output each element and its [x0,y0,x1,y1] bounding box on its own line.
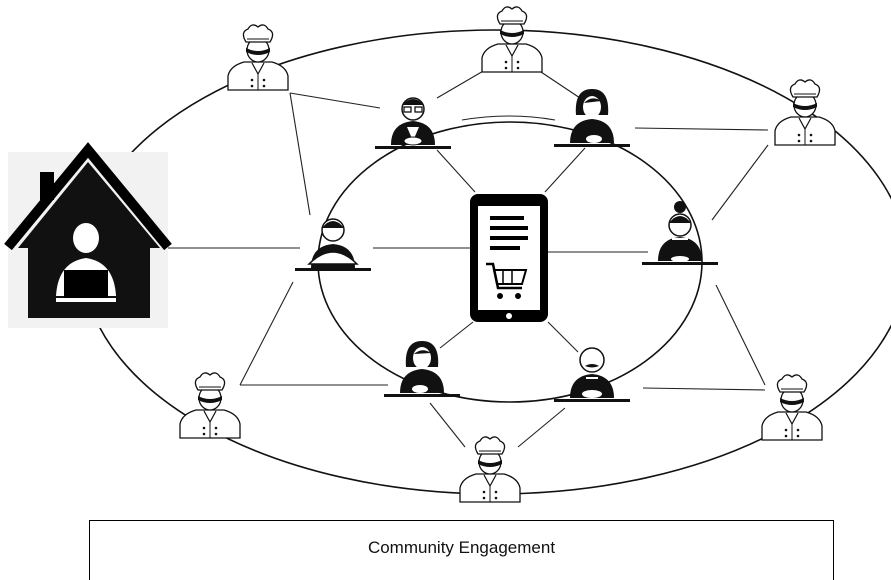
diner-mustache-icon [554,347,630,402]
connection-edges [168,69,769,448]
diner-woman-icon [554,89,630,147]
caption-label: Community Engagement [367,538,556,557]
diner-woman-bun-icon [642,201,718,265]
diner-woman-icon [384,341,460,397]
arc-top [461,115,556,121]
chef-icon [761,374,823,441]
community-network-diagram [4,6,891,503]
caption-box: Community Engagement [89,520,834,580]
home-cook-house-icon [4,142,172,328]
server-cloche-icon [295,218,371,271]
chef-icon [481,6,543,73]
chef-icon [179,372,241,439]
chef-icon [227,24,289,91]
chef-icon [459,436,521,503]
chef-icon [774,79,836,146]
smartphone-shopping-cart-icon [470,194,548,322]
diner-glasses-icon [375,97,451,149]
